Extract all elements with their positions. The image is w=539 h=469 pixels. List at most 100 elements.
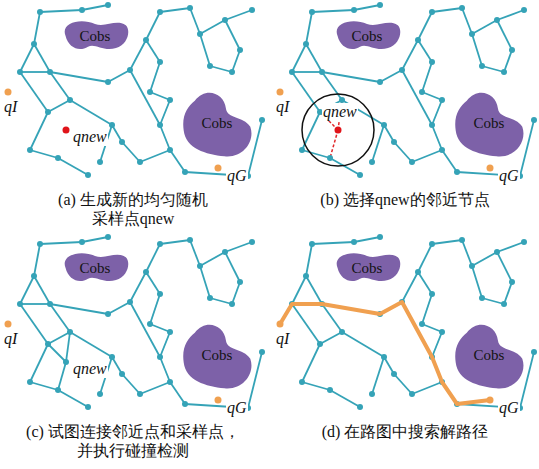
roadmap-node [381, 122, 387, 128]
roadmap-edge [150, 92, 170, 100]
roadmap-node [27, 147, 33, 153]
roadmap-node [85, 404, 91, 410]
roadmap-node [143, 37, 149, 43]
obstacle-fill [183, 93, 251, 157]
terminal-point [487, 397, 494, 404]
obstacle-fill [337, 253, 401, 281]
roadmap-edge [146, 12, 160, 40]
roadmap-edge [160, 100, 170, 125]
roadmap-panel [5, 234, 266, 411]
roadmap-node [37, 241, 43, 247]
panel-caption: (a) 生成新的均匀随机 采样点qnew [38, 190, 228, 228]
roadmap-edge [160, 332, 170, 357]
roadmap-edge [292, 72, 320, 112]
roadmap-node [531, 349, 537, 355]
roadmap-node [119, 139, 125, 145]
roadmap-edge [302, 150, 330, 158]
roadmap-node [415, 37, 421, 43]
roadmap-edge [20, 71, 50, 73]
roadmap-node [37, 9, 43, 15]
roadmap-node [157, 9, 163, 15]
roadmap-node [439, 97, 445, 103]
roadmap-node [289, 69, 295, 75]
roadmap-node [249, 239, 255, 245]
roadmap-node [157, 241, 163, 247]
roadmap-node [105, 2, 111, 8]
roadmap-node [299, 147, 305, 153]
roadmap-edge [140, 150, 170, 162]
roadmap-node [147, 89, 153, 95]
roadmap-edge [20, 72, 48, 112]
roadmap-edge [312, 242, 354, 244]
roadmap-node [351, 7, 357, 13]
panel-caption: (b) 选择qnew的邻近节点 [274, 190, 536, 209]
roadmap-edge [108, 70, 130, 82]
roadmap-edge [122, 374, 140, 394]
obstacle-label: Cobs [80, 28, 111, 45]
point-label: qI [3, 98, 18, 116]
roadmap-edge [394, 142, 412, 162]
roadmap-edge [306, 12, 312, 44]
roadmap-edge [50, 72, 70, 100]
roadmap-node [167, 379, 173, 385]
roadmap-node [97, 159, 103, 165]
roadmap-node [119, 371, 125, 377]
roadmap-node [429, 122, 435, 128]
roadmap-node [157, 122, 163, 128]
roadmap-edge [170, 382, 185, 404]
roadmap-edge [497, 242, 524, 252]
roadmap-edge [58, 390, 88, 407]
point-label: qI [275, 330, 290, 348]
obstacle-fill [455, 93, 523, 157]
roadmap-edge [160, 357, 170, 382]
roadmap-edge [30, 344, 48, 382]
roadmap-edge [34, 44, 50, 72]
roadmap-node [399, 67, 405, 73]
roadmap-edge [302, 344, 320, 382]
roadmap-node [327, 387, 333, 393]
roadmap-node [127, 67, 133, 73]
roadmap-node [167, 329, 173, 335]
roadmap-node [339, 329, 345, 335]
roadmap-node [85, 172, 91, 178]
roadmap-node [439, 329, 445, 335]
roadmap-node [494, 17, 500, 23]
roadmap-node [197, 263, 203, 269]
point-label: qnew [72, 360, 108, 378]
roadmap-node [303, 41, 309, 47]
roadmap-edge [418, 40, 432, 62]
roadmap-node [327, 155, 333, 161]
obstacle-region: Cobs [452, 86, 526, 160]
roadmap-panel [277, 234, 538, 411]
roadmap-node [419, 89, 425, 95]
roadmap-edge [472, 252, 497, 266]
roadmap-node [137, 159, 143, 165]
roadmap-edge [48, 100, 70, 112]
roadmap-edge [160, 125, 170, 150]
new-edge [58, 362, 66, 390]
roadmap-node [459, 237, 465, 243]
roadmap-node [377, 2, 383, 8]
roadmap-node [105, 234, 111, 240]
roadmap-edge [412, 150, 442, 162]
roadmap-edge [432, 100, 442, 125]
roadmap-node [309, 9, 315, 15]
roadmap-edge [210, 298, 232, 304]
obstacle-region: Cobs [60, 248, 130, 288]
roadmap-edge [302, 382, 330, 390]
roadmap-node [377, 79, 383, 85]
roadmap-node [109, 354, 115, 360]
roadmap-node [109, 122, 115, 128]
roadmap-node [67, 97, 73, 103]
roadmap-edge [140, 382, 170, 394]
point-label: qG [498, 167, 520, 185]
roadmap-edge [320, 332, 342, 344]
sample-point [63, 359, 69, 365]
roadmap-edge [200, 252, 225, 266]
roadmap-node [197, 31, 203, 37]
new-edge [66, 332, 70, 362]
roadmap-node [237, 279, 243, 285]
roadmap-edge [150, 294, 160, 324]
roadmap-node [187, 237, 193, 243]
